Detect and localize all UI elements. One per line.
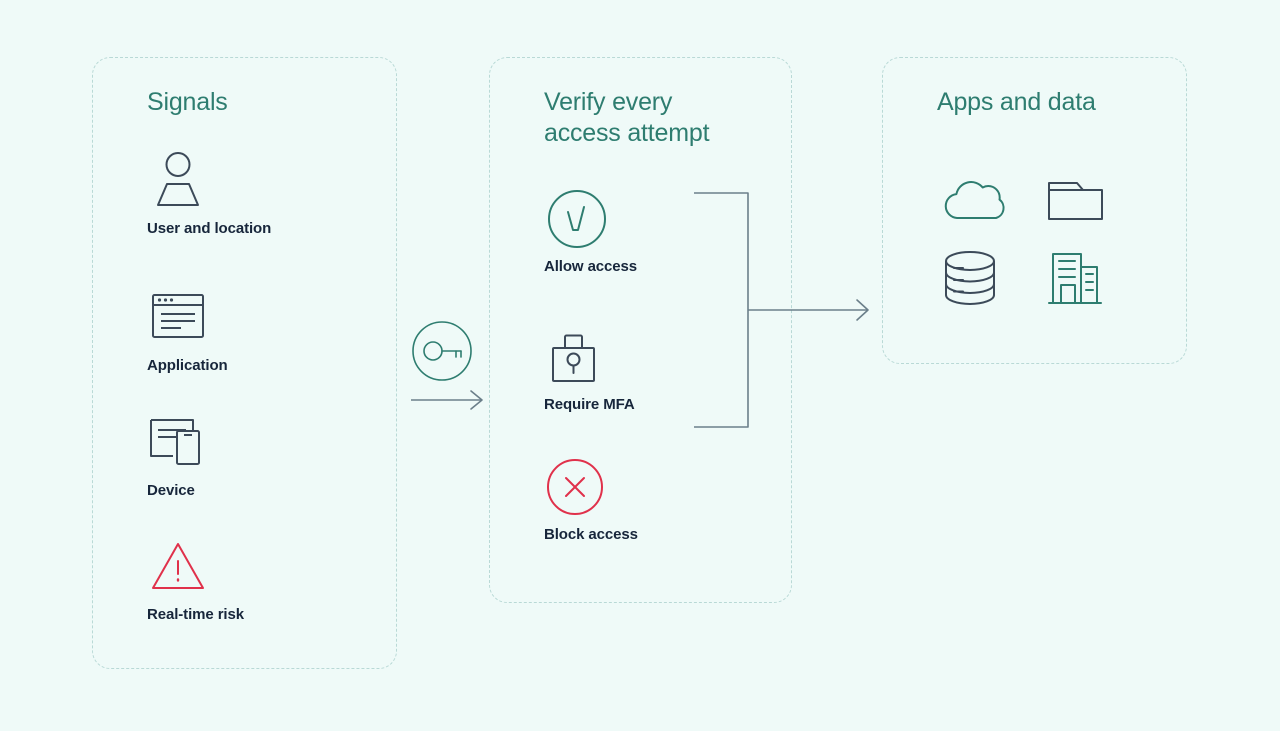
panel-apps-title: Apps and data: [937, 88, 1096, 116]
arrow-right-icon: [409, 388, 489, 417]
block-circle-icon: [544, 456, 638, 518]
database-icon: [941, 249, 1003, 312]
panel-signals-title: Signals: [147, 88, 228, 116]
warning-triangle-icon: [147, 536, 244, 594]
user-location-icon: [147, 150, 271, 208]
panel-signals: Signals User and location: [92, 57, 397, 669]
device-icon: [147, 412, 209, 470]
verify-label: Block access: [544, 526, 638, 543]
verify-label: Allow access: [544, 258, 638, 275]
panel-verify-every-access-attempt: Verify every access attempt Allow access: [489, 57, 792, 603]
check-circle-icon: [544, 188, 637, 250]
signal-label: Real-time risk: [147, 606, 244, 623]
verify-item-block-access: Block access: [544, 456, 638, 544]
signal-item-real-time-risk: Real-time risk: [147, 536, 244, 624]
panel-apps-and-data: Apps and data: [882, 57, 1187, 364]
application-window-icon: [147, 287, 228, 345]
signal-item-user-and-location: User and location: [147, 150, 271, 238]
apps-icon-grid: [941, 163, 1141, 319]
signal-label: User and location: [147, 220, 272, 237]
building-icon: [1045, 249, 1107, 312]
key-circle-icon: [409, 318, 477, 391]
verify-item-allow-access: Allow access: [544, 188, 637, 276]
cloud-icon: [941, 175, 1011, 230]
verify-label: Require MFA: [544, 396, 635, 413]
panel-verify-title: Verify every access attempt: [544, 88, 710, 147]
padlock-icon: [544, 326, 635, 388]
verify-item-require-mfa: Require MFA: [544, 326, 635, 414]
folder-icon: [1045, 175, 1107, 230]
signal-label: Application: [147, 357, 228, 374]
signal-item-device: Device: [147, 412, 209, 500]
signal-label: Device: [147, 482, 195, 499]
signal-item-application: Application: [147, 287, 228, 375]
